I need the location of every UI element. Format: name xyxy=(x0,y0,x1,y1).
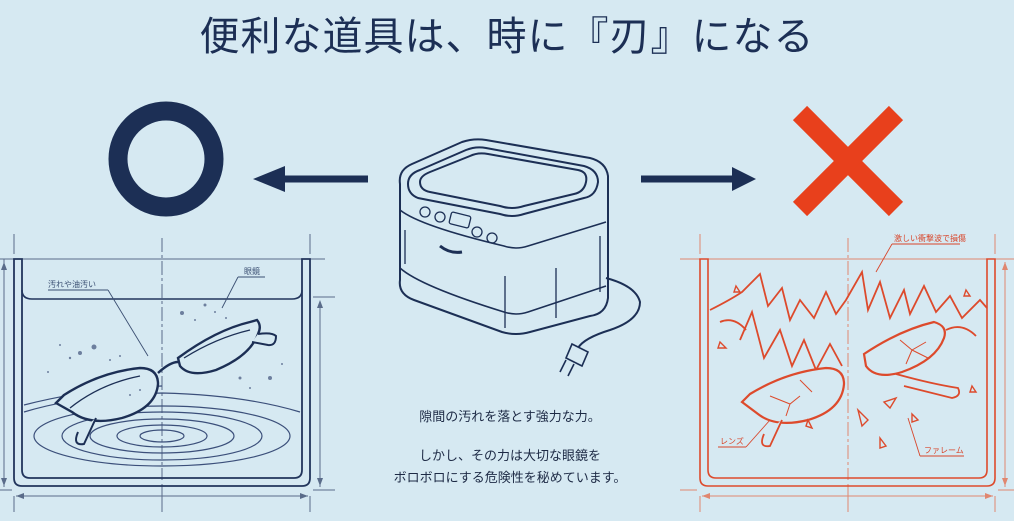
caption-strength: 隙間の汚れを落とす強力な力。 xyxy=(419,410,601,425)
label-glasses: 眼鏡 xyxy=(244,267,260,276)
ultrasonic-cleaner-icon xyxy=(398,138,642,377)
plug-icon xyxy=(559,342,590,377)
label-dirt: 汚れや油汚い xyxy=(48,280,96,289)
cross-ng-icon xyxy=(792,105,904,217)
right-tank-diagram xyxy=(680,234,1014,512)
caption-warning-line1: しかし、その力は大切な眼鏡を xyxy=(418,449,601,464)
page-title: 便利な道具は、時に『刃』になる xyxy=(199,14,815,60)
circle-ok-icon xyxy=(108,101,224,217)
arrow-right-icon xyxy=(641,167,756,191)
arrow-left-icon xyxy=(253,166,368,192)
caption-warning-line2: ボロボロにする危険性を秘めています。 xyxy=(393,471,627,486)
left-tank-diagram xyxy=(0,234,335,512)
label-damage: 激しい衝撃波で損傷 xyxy=(894,234,966,243)
label-lens: レンズ xyxy=(720,437,744,446)
label-frame: ファレーム xyxy=(924,446,964,455)
